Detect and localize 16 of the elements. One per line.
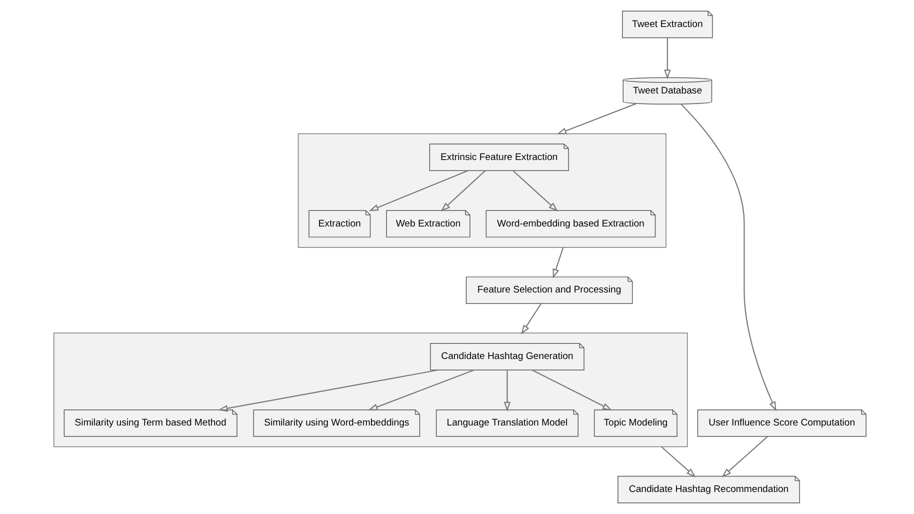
arrow	[552, 247, 564, 278]
arrow	[521, 304, 542, 334]
arrow	[368, 370, 474, 410]
cluster	[298, 133, 666, 248]
arrow	[218, 369, 438, 412]
arrow	[556, 103, 636, 134]
arrow	[512, 170, 558, 212]
arrow	[680, 104, 776, 412]
arrow	[661, 446, 696, 478]
arrow	[440, 170, 486, 212]
arrow	[722, 436, 768, 478]
cluster	[54, 332, 688, 448]
arrow	[664, 38, 671, 80]
arrow	[532, 370, 612, 410]
arrow	[368, 170, 468, 212]
arrow	[504, 370, 511, 412]
